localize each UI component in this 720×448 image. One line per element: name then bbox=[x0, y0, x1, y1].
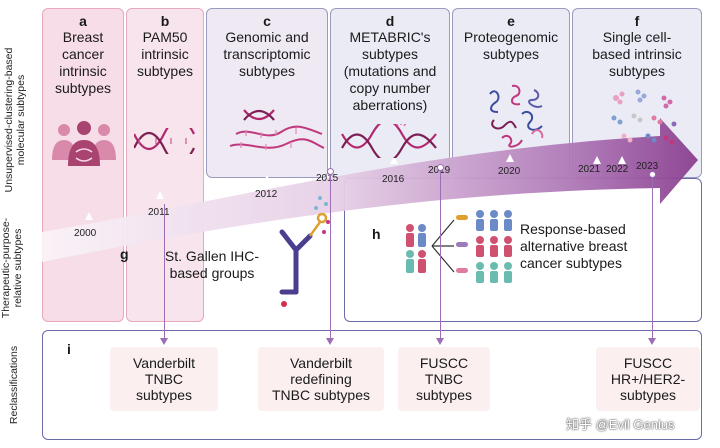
timeline-arrow-body bbox=[42, 118, 698, 262]
panel-title: Proteogenomic subtypes bbox=[463, 29, 559, 62]
panel-g-letter: g bbox=[120, 246, 129, 262]
panel-title: PAM50 intrinsic subtypes bbox=[136, 29, 194, 79]
year-2012: 2012 bbox=[255, 189, 278, 200]
connector-arrow-2011 bbox=[160, 338, 168, 345]
year-2020: 2020 bbox=[498, 166, 521, 177]
tick-2011 bbox=[156, 191, 164, 199]
dna-rna-icon bbox=[229, 109, 325, 150]
reclassification-fuscc-tnbc: FUSCC TNBC subtypes bbox=[398, 347, 490, 411]
tick-2022 bbox=[618, 156, 626, 164]
panel-title: Genomic and transcriptomic subtypes bbox=[223, 29, 311, 79]
panel-i-letter: i bbox=[67, 341, 71, 357]
panel-letter: b bbox=[160, 13, 170, 29]
year-2016: 2016 bbox=[382, 174, 405, 185]
watermark: 知乎 @Evil Genius bbox=[566, 417, 675, 432]
panel-letter: f bbox=[634, 13, 640, 29]
connector-dot-2019 bbox=[437, 164, 444, 171]
connector-arrow-2023 bbox=[648, 338, 656, 345]
reclassification-vanderbilt-tnbc: Vanderbilt TNBC subtypes bbox=[110, 347, 218, 411]
tick-2021 bbox=[593, 156, 601, 164]
year-2023: 2023 bbox=[636, 161, 659, 172]
panel-title: Single cell- based intrinsic subtypes bbox=[592, 29, 682, 79]
year-2000: 2000 bbox=[74, 228, 97, 239]
tick-2020 bbox=[506, 154, 514, 162]
reclassification-fuscc-hr-her2: FUSCC HR+/HER2- subtypes bbox=[596, 347, 700, 411]
protein-structures-icon bbox=[489, 84, 544, 148]
panel-title: METABRIC's subtypes (mutations and copy … bbox=[343, 29, 437, 113]
connector-2019 bbox=[440, 171, 441, 339]
year-2022: 2022 bbox=[606, 164, 629, 175]
year-2011: 2011 bbox=[148, 207, 170, 218]
response-groups-icon bbox=[406, 210, 512, 283]
connector-dot-2023 bbox=[649, 171, 656, 178]
tick-2012 bbox=[263, 175, 271, 183]
panel-letter: c bbox=[263, 13, 271, 29]
connector-arrow-2015 bbox=[326, 338, 334, 345]
year-2015: 2015 bbox=[316, 173, 339, 184]
panel-letter: e bbox=[507, 13, 515, 29]
panel-g-text: St. Gallen IHC- based groups bbox=[164, 248, 260, 281]
dna-helix-icon bbox=[134, 128, 195, 154]
panel-c: c Genomic and transcriptomic subtypes bbox=[206, 8, 328, 178]
panel-a: a Breast cancer intrinsic subtypes bbox=[42, 8, 124, 322]
tick-2016 bbox=[390, 156, 398, 164]
panel-i: i bbox=[42, 330, 702, 440]
mutation-dna-icon bbox=[341, 124, 437, 158]
connector-2011 bbox=[164, 204, 165, 339]
single-cell-tsne-icon bbox=[611, 89, 677, 145]
panel-d: d METABRIC's subtypes (mutations and cop… bbox=[330, 8, 450, 178]
antibody-icon bbox=[279, 196, 330, 307]
reclassification-vanderbilt-redefining: Vanderbilt redefining TNBC subtypes bbox=[258, 347, 384, 411]
year-2021: 2021 bbox=[578, 164, 601, 175]
tick-2000 bbox=[85, 212, 93, 220]
connector-dot-2015 bbox=[327, 168, 334, 175]
panel-h-text: Response-based alternative breast cancer… bbox=[520, 221, 628, 271]
patients-icon bbox=[52, 121, 116, 166]
panel-letter: a bbox=[79, 13, 87, 29]
panel-h-letter: h bbox=[372, 226, 381, 242]
connector-arrow-2019 bbox=[436, 338, 444, 345]
panel-title: Breast cancer intrinsic subtypes bbox=[54, 29, 112, 96]
panel-b: b PAM50 intrinsic subtypes bbox=[126, 8, 204, 322]
connector-2023 bbox=[652, 178, 653, 339]
panel-letter: d bbox=[385, 13, 395, 29]
connector-2015 bbox=[330, 175, 331, 339]
